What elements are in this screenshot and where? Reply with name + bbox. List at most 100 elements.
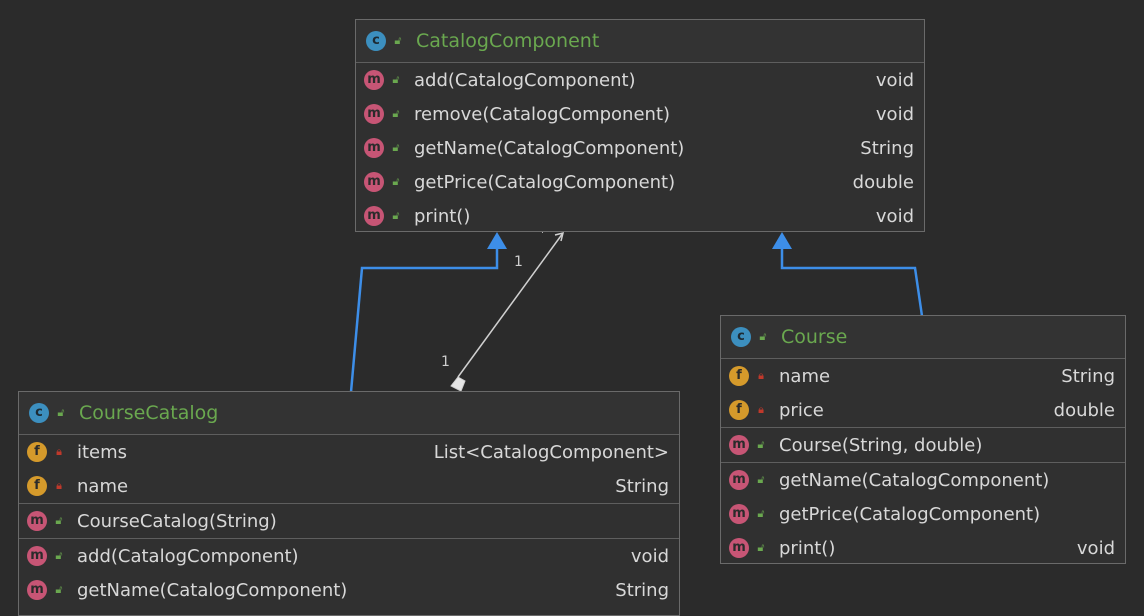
fields-compartment: f 🔒︎ items List<CatalogComponent> f 🔒︎ n…	[19, 435, 679, 504]
method-name: add(CatalogComponent)	[77, 545, 299, 567]
public-icon: 🔓︎	[392, 73, 400, 86]
public-icon: 🔓︎	[55, 583, 63, 596]
method-type: String	[615, 579, 669, 601]
method-name: getName(CatalogComponent)	[77, 579, 348, 601]
public-icon: 🔓︎	[55, 549, 63, 562]
method-name: getPrice(CatalogComponent)	[779, 503, 1041, 525]
field-type: String	[615, 475, 669, 497]
inheritance-arrowhead-right	[772, 232, 792, 249]
field-row[interactable]: f 🔒︎ price double	[721, 393, 1125, 427]
class-name: CourseCatalog	[79, 402, 219, 424]
field-row[interactable]: f 🔒︎ items List<CatalogComponent>	[19, 435, 679, 469]
public-icon: 🔓︎	[392, 107, 400, 120]
field-icon: f	[729, 366, 749, 386]
method-icon: m	[27, 546, 47, 566]
method-icon: m	[27, 580, 47, 600]
method-name: getName(CatalogComponent)	[414, 137, 685, 159]
private-lock-icon: 🔒︎	[56, 479, 62, 492]
private-lock-icon: 🔒︎	[758, 403, 764, 416]
method-row[interactable]: m 🔓︎ getName(CatalogComponent)	[721, 463, 1125, 497]
field-row[interactable]: f 🔒︎ name String	[721, 359, 1125, 393]
method-icon: m	[729, 470, 749, 490]
aggregation-source-multiplicity: 1	[441, 354, 450, 370]
aggregation-edge: 1 * 1	[441, 225, 565, 392]
inheritance-edge-course	[772, 232, 924, 317]
method-name: print()	[779, 537, 836, 559]
field-type: List<CatalogComponent>	[433, 441, 669, 463]
method-row[interactable]: m 🔓︎ print() void	[356, 199, 924, 231]
field-name: items	[77, 441, 128, 463]
method-type: void	[875, 205, 914, 227]
class-course-catalog[interactable]: c 🔓︎ CourseCatalog f 🔒︎ items List<Catal…	[18, 391, 680, 616]
fields-compartment: f 🔒︎ name String f 🔒︎ price double	[721, 359, 1125, 428]
field-icon: f	[27, 442, 47, 462]
method-icon: m	[364, 206, 384, 226]
method-row[interactable]: m 🔓︎ add(CatalogComponent) void	[19, 539, 679, 573]
class-catalog-component[interactable]: c 🔓︎ CatalogComponent m 🔓︎ add(CatalogCo…	[355, 19, 925, 232]
method-row[interactable]: m 🔓︎ print() void	[721, 531, 1125, 563]
aggregation-diamond	[450, 376, 466, 392]
method-icon: m	[364, 138, 384, 158]
methods-compartment: m 🔓︎ add(CatalogComponent) void m 🔓︎ rem…	[356, 63, 924, 231]
method-row[interactable]: m 🔓︎ getName(CatalogComponent) String	[19, 573, 679, 607]
diagram-connectors: 1 * 1	[349, 204, 924, 393]
public-icon: 🔓︎	[757, 541, 765, 554]
class-course[interactable]: c 🔓︎ Course f 🔒︎ name String f 🔒︎ price …	[720, 315, 1126, 564]
method-type: void	[630, 545, 669, 567]
method-icon: m	[729, 504, 749, 524]
public-icon: 🔓︎	[57, 406, 65, 419]
method-name: getName(CatalogComponent)	[779, 469, 1050, 491]
constructor-row[interactable]: m 🔓︎ Course(String, double)	[721, 428, 1125, 462]
method-icon: m	[364, 70, 384, 90]
private-lock-icon: 🔒︎	[758, 369, 764, 382]
constructor-name: CourseCatalog(String)	[77, 510, 277, 532]
method-name: remove(CatalogComponent)	[414, 103, 671, 125]
method-type: void	[1076, 537, 1115, 559]
public-icon: 🔓︎	[394, 34, 402, 47]
aggregation-arrowhead	[554, 231, 565, 242]
inheritance-arrowhead-left	[487, 232, 507, 249]
method-type: double	[852, 171, 914, 193]
method-type: void	[875, 69, 914, 91]
class-name: Course	[781, 326, 848, 348]
methods-compartment: m 🔓︎ getName(CatalogComponent) m 🔓︎ getP…	[721, 463, 1125, 563]
public-icon: 🔓︎	[757, 507, 765, 520]
method-name: getPrice(CatalogComponent)	[414, 171, 676, 193]
constructors-compartment: m 🔓︎ CourseCatalog(String)	[19, 504, 679, 539]
method-icon: m	[729, 435, 749, 455]
constructor-name: Course(String, double)	[779, 434, 983, 456]
constructor-row[interactable]: m 🔓︎ CourseCatalog(String)	[19, 504, 679, 538]
methods-compartment: m 🔓︎ add(CatalogComponent) void m 🔓︎ get…	[19, 539, 679, 607]
class-icon: c	[731, 327, 751, 347]
field-name: name	[779, 365, 831, 387]
method-type: String	[860, 137, 914, 159]
field-row[interactable]: f 🔒︎ name String	[19, 469, 679, 503]
public-icon: 🔓︎	[55, 514, 63, 527]
public-icon: 🔓︎	[757, 438, 765, 451]
class-header[interactable]: c 🔓︎ CourseCatalog	[19, 392, 679, 435]
field-icon: f	[27, 476, 47, 496]
method-row[interactable]: m 🔓︎ getPrice(CatalogComponent)	[721, 497, 1125, 531]
method-row[interactable]: m 🔓︎ getName(CatalogComponent) String	[356, 131, 924, 165]
class-header[interactable]: c 🔓︎ Course	[721, 316, 1125, 359]
method-type: void	[875, 103, 914, 125]
method-row[interactable]: m 🔓︎ getPrice(CatalogComponent) double	[356, 165, 924, 199]
public-icon: 🔓︎	[392, 141, 400, 154]
field-name: name	[77, 475, 129, 497]
constructors-compartment: m 🔓︎ Course(String, double)	[721, 428, 1125, 463]
public-icon: 🔓︎	[757, 473, 765, 486]
method-icon: m	[364, 172, 384, 192]
method-icon: m	[729, 538, 749, 558]
class-name: CatalogComponent	[416, 30, 600, 52]
method-row[interactable]: m 🔓︎ add(CatalogComponent) void	[356, 63, 924, 97]
method-name: add(CatalogComponent)	[414, 69, 636, 91]
method-row[interactable]: m 🔓︎ remove(CatalogComponent) void	[356, 97, 924, 131]
method-icon: m	[364, 104, 384, 124]
class-header[interactable]: c 🔓︎ CatalogComponent	[356, 20, 924, 63]
method-name: print()	[414, 205, 471, 227]
class-icon: c	[29, 403, 49, 423]
public-icon: 🔓︎	[759, 330, 767, 343]
field-type: String	[1061, 365, 1115, 387]
private-lock-icon: 🔒︎	[56, 445, 62, 458]
class-icon: c	[366, 31, 386, 51]
